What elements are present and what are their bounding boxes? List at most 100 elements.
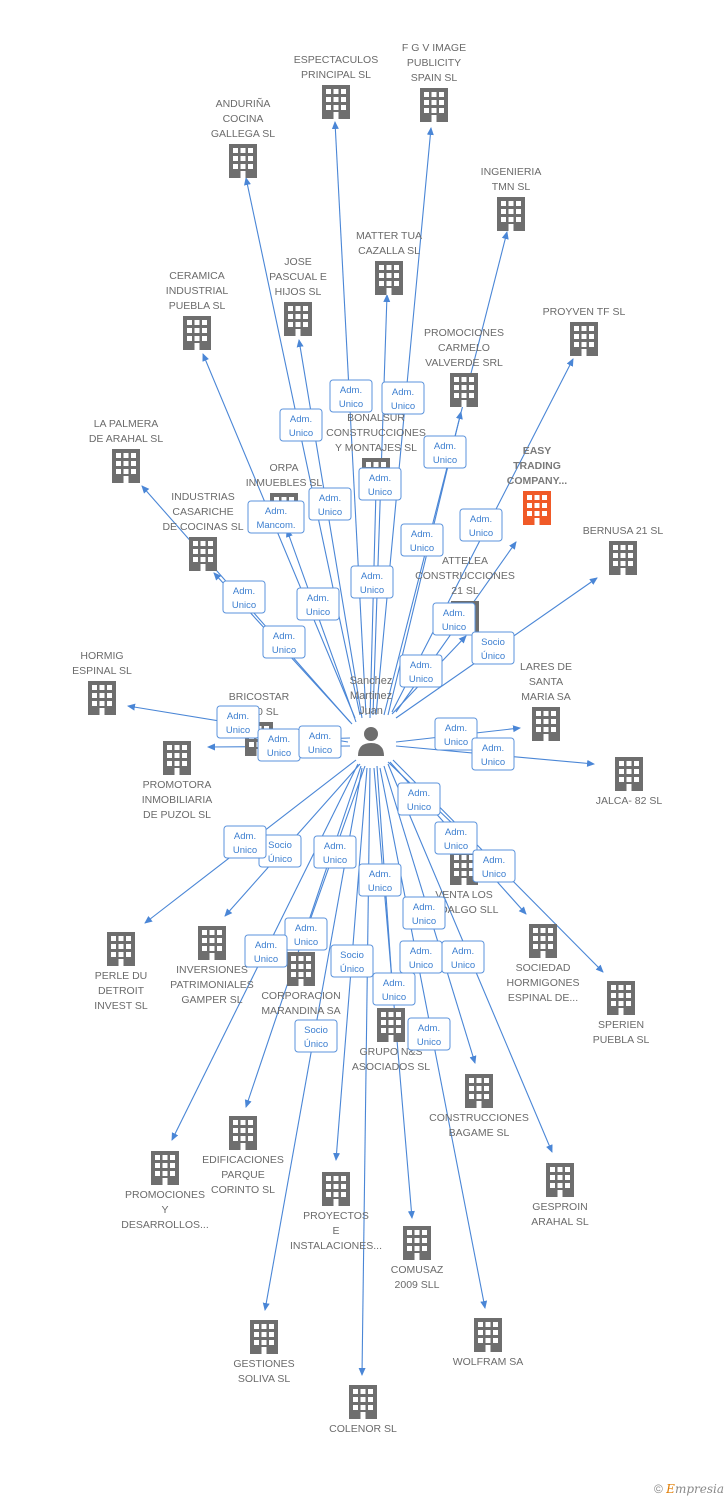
- role-label-marandina-25[interactable]: Adm.Unico: [313, 835, 357, 869]
- company-label: PERLE DU: [95, 970, 148, 982]
- role-label-wolfram-35[interactable]: Adm.Unico: [407, 1017, 451, 1051]
- role-label-andurina-2[interactable]: Adm.Unico: [279, 408, 323, 442]
- role-label-venta-21[interactable]: Adm.Unico: [397, 782, 441, 816]
- building-icon: [322, 1172, 350, 1206]
- role-label-ns-lower-34[interactable]: Adm.Unico: [372, 972, 416, 1006]
- role-label-attelea-13[interactable]: Adm.Unico: [432, 602, 476, 636]
- building-icon: [570, 322, 598, 356]
- company-node-proyven[interactable]: PROYVEN TF SL: [543, 306, 626, 356]
- role-label-sperien-27[interactable]: Adm.Unico: [472, 849, 516, 883]
- company-label: JALCA- 82 SL: [596, 795, 663, 807]
- role-label-bricostar-17[interactable]: Adm.Unico: [257, 728, 301, 762]
- role-label-ingenieria-3[interactable]: Adm.Unico: [423, 435, 467, 469]
- company-node-proyectos[interactable]: PROYECTOSEINSTALACIONES...: [290, 1172, 382, 1252]
- company-label: ORPA: [270, 462, 299, 474]
- role-label-text: Unico: [308, 745, 332, 756]
- person-icon: [358, 727, 384, 756]
- role-label-ns-26[interactable]: Adm.Unico: [358, 863, 402, 897]
- role-label-text: Unico: [233, 845, 257, 856]
- role-label-gamper-24[interactable]: Adm. Unico: [223, 825, 267, 859]
- role-label-text: Unico: [272, 645, 296, 656]
- company-node-easy[interactable]: EASYTRADINGCOMPANY...: [507, 445, 568, 525]
- role-label-text: Unico: [289, 428, 313, 439]
- role-label-jose-5[interactable]: Adm.Unico: [308, 487, 352, 521]
- role-label-fgv-1[interactable]: Adm.Unico: [381, 381, 425, 415]
- role-label-easy-7[interactable]: Adm.Unico: [459, 508, 503, 542]
- role-label-matter-4[interactable]: Adm.Unico: [358, 467, 402, 501]
- company-node-wolfram[interactable]: WOLFRAM SA: [453, 1318, 524, 1368]
- role-label-hormig-16[interactable]: Adm.Unico: [216, 705, 260, 739]
- role-label-text: Adm.: [234, 831, 256, 842]
- role-label-comusaz-32[interactable]: Adm.Unico: [399, 940, 443, 974]
- role-label-corinto-29[interactable]: Adm.Unico: [284, 917, 328, 951]
- company-label: GESPROIN: [532, 1201, 587, 1213]
- role-label-promociones_carmelo-8[interactable]: Adm.Unico: [400, 523, 444, 557]
- company-node-jalca[interactable]: JALCA- 82 SL: [596, 757, 663, 807]
- edge-fgv: [375, 127, 434, 716]
- building-icon: [112, 449, 140, 483]
- role-label-text: Adm.: [413, 902, 435, 913]
- company-node-promo_desarrollos[interactable]: PROMOCIONESYDESARROLLOS...: [121, 1151, 209, 1231]
- role-label-lares-19[interactable]: Adm.Unico: [434, 717, 478, 751]
- company-node-colenor[interactable]: COLENOR SL: [329, 1385, 397, 1435]
- company-label: DE COCINAS SL: [162, 521, 243, 533]
- role-label-casariche-12[interactable]: Adm.Unico: [262, 625, 306, 659]
- role-label-orpa-10[interactable]: Adm.Unico: [296, 587, 340, 621]
- role-label-gamper-lower-30[interactable]: Adm.Unico: [244, 934, 288, 968]
- person-name-line: Sanchez: [350, 675, 393, 687]
- role-label-espectaculos-0[interactable]: Adm.Unico: [329, 379, 373, 413]
- role-label-puzol-18[interactable]: Adm.Unico: [298, 725, 342, 759]
- company-label: PUEBLA SL: [593, 1034, 650, 1046]
- company-label: JOSE: [284, 256, 311, 268]
- role-label-ceramica-6[interactable]: Adm.Mancom.: [247, 500, 305, 534]
- role-label-text: Unico: [444, 841, 468, 852]
- company-node-bernusa[interactable]: BERNUSA 21 SL: [583, 525, 664, 575]
- role-label-bonalsur-9[interactable]: Adm.Unico: [350, 565, 394, 599]
- edge-jose: [296, 339, 363, 719]
- company-label: GALLEGA SL: [211, 128, 275, 140]
- role-label-text: Unico: [410, 543, 434, 554]
- company-label: PUBLICITY: [407, 57, 461, 69]
- role-label-bagame-28[interactable]: Adm.Unico: [402, 896, 446, 930]
- role-label-lares-upper-15[interactable]: Adm.Unico: [399, 654, 443, 688]
- building-icon: [229, 1116, 257, 1150]
- role-label-palmera-11[interactable]: Adm.Unico: [222, 580, 266, 614]
- role-label-text: Adm.: [452, 946, 474, 957]
- role-label-gesproin-33[interactable]: Adm.Unico: [441, 940, 485, 974]
- role-label-sociedad-22[interactable]: Adm.Unico: [434, 821, 478, 855]
- role-label-jalca-20[interactable]: Adm.Unico: [471, 737, 515, 771]
